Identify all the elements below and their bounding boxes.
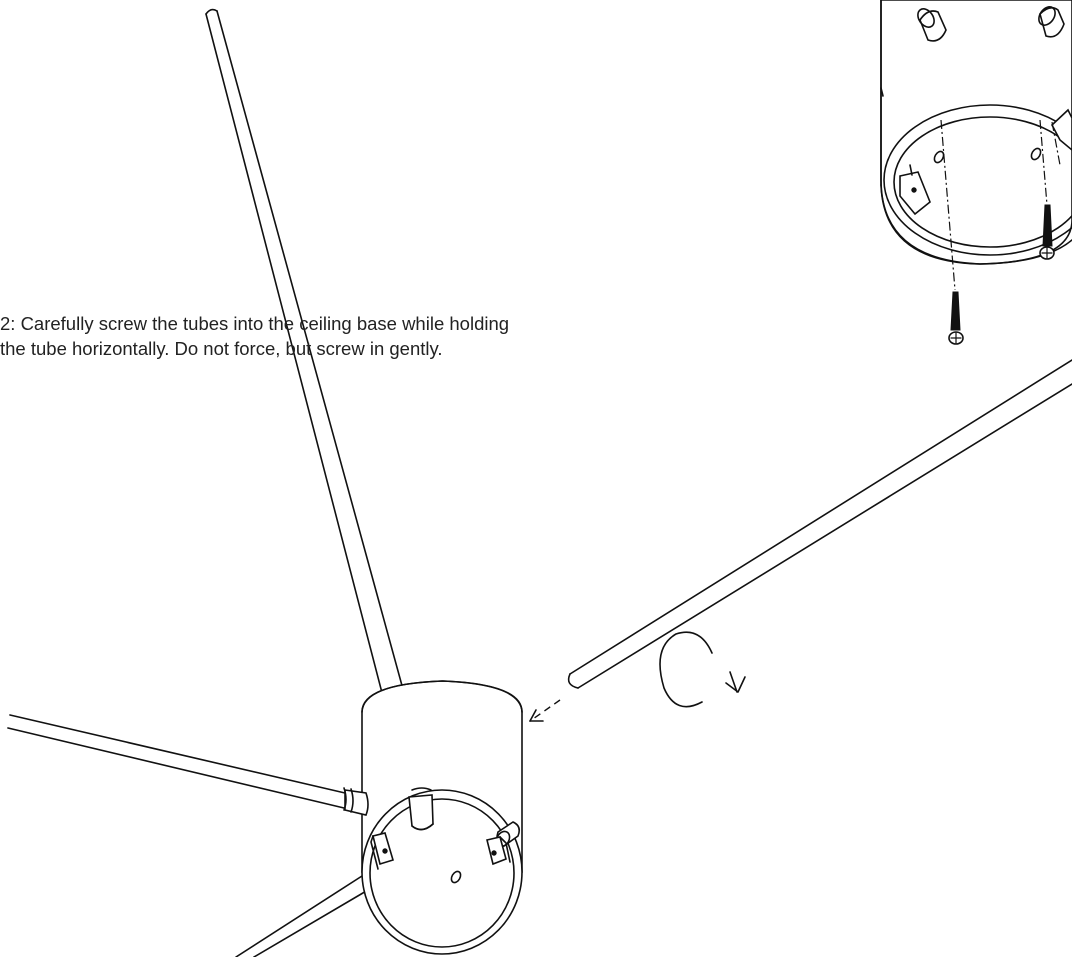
cup-stub-right xyxy=(1038,6,1065,38)
inserted-tube xyxy=(567,359,1072,689)
mounting-screw-upper xyxy=(1039,204,1055,260)
left-tube-fitting xyxy=(343,787,369,816)
top-tube-end xyxy=(408,787,434,831)
mounting-screw-lower xyxy=(948,291,964,345)
lower-tube xyxy=(235,875,369,957)
cup-bracket-left xyxy=(899,164,931,216)
insert-direction-arrow-icon xyxy=(529,699,561,722)
canopy-bracket-left xyxy=(370,832,394,870)
cup-bracket-right xyxy=(1051,108,1072,152)
ceiling-mount-cup xyxy=(880,0,1072,265)
screw-guide-lines xyxy=(940,119,1061,291)
left-tube xyxy=(7,714,346,809)
vertical-tube xyxy=(205,8,433,798)
rotation-arrow-icon xyxy=(659,631,746,708)
canopy-center-hole xyxy=(450,870,462,884)
cup-stub-left xyxy=(917,8,947,42)
canopy-bracket-right xyxy=(486,836,511,866)
instruction-line-1: 2: Carefully screw the tubes into the ce… xyxy=(0,313,510,334)
assembly-instruction: 2: Carefully screw the tubes into the ce… xyxy=(0,311,510,361)
ceiling-base-canopy xyxy=(361,680,523,955)
instruction-line-2: the tube horizontally. Do not force, but… xyxy=(0,338,443,359)
cup-holes xyxy=(933,147,1042,164)
